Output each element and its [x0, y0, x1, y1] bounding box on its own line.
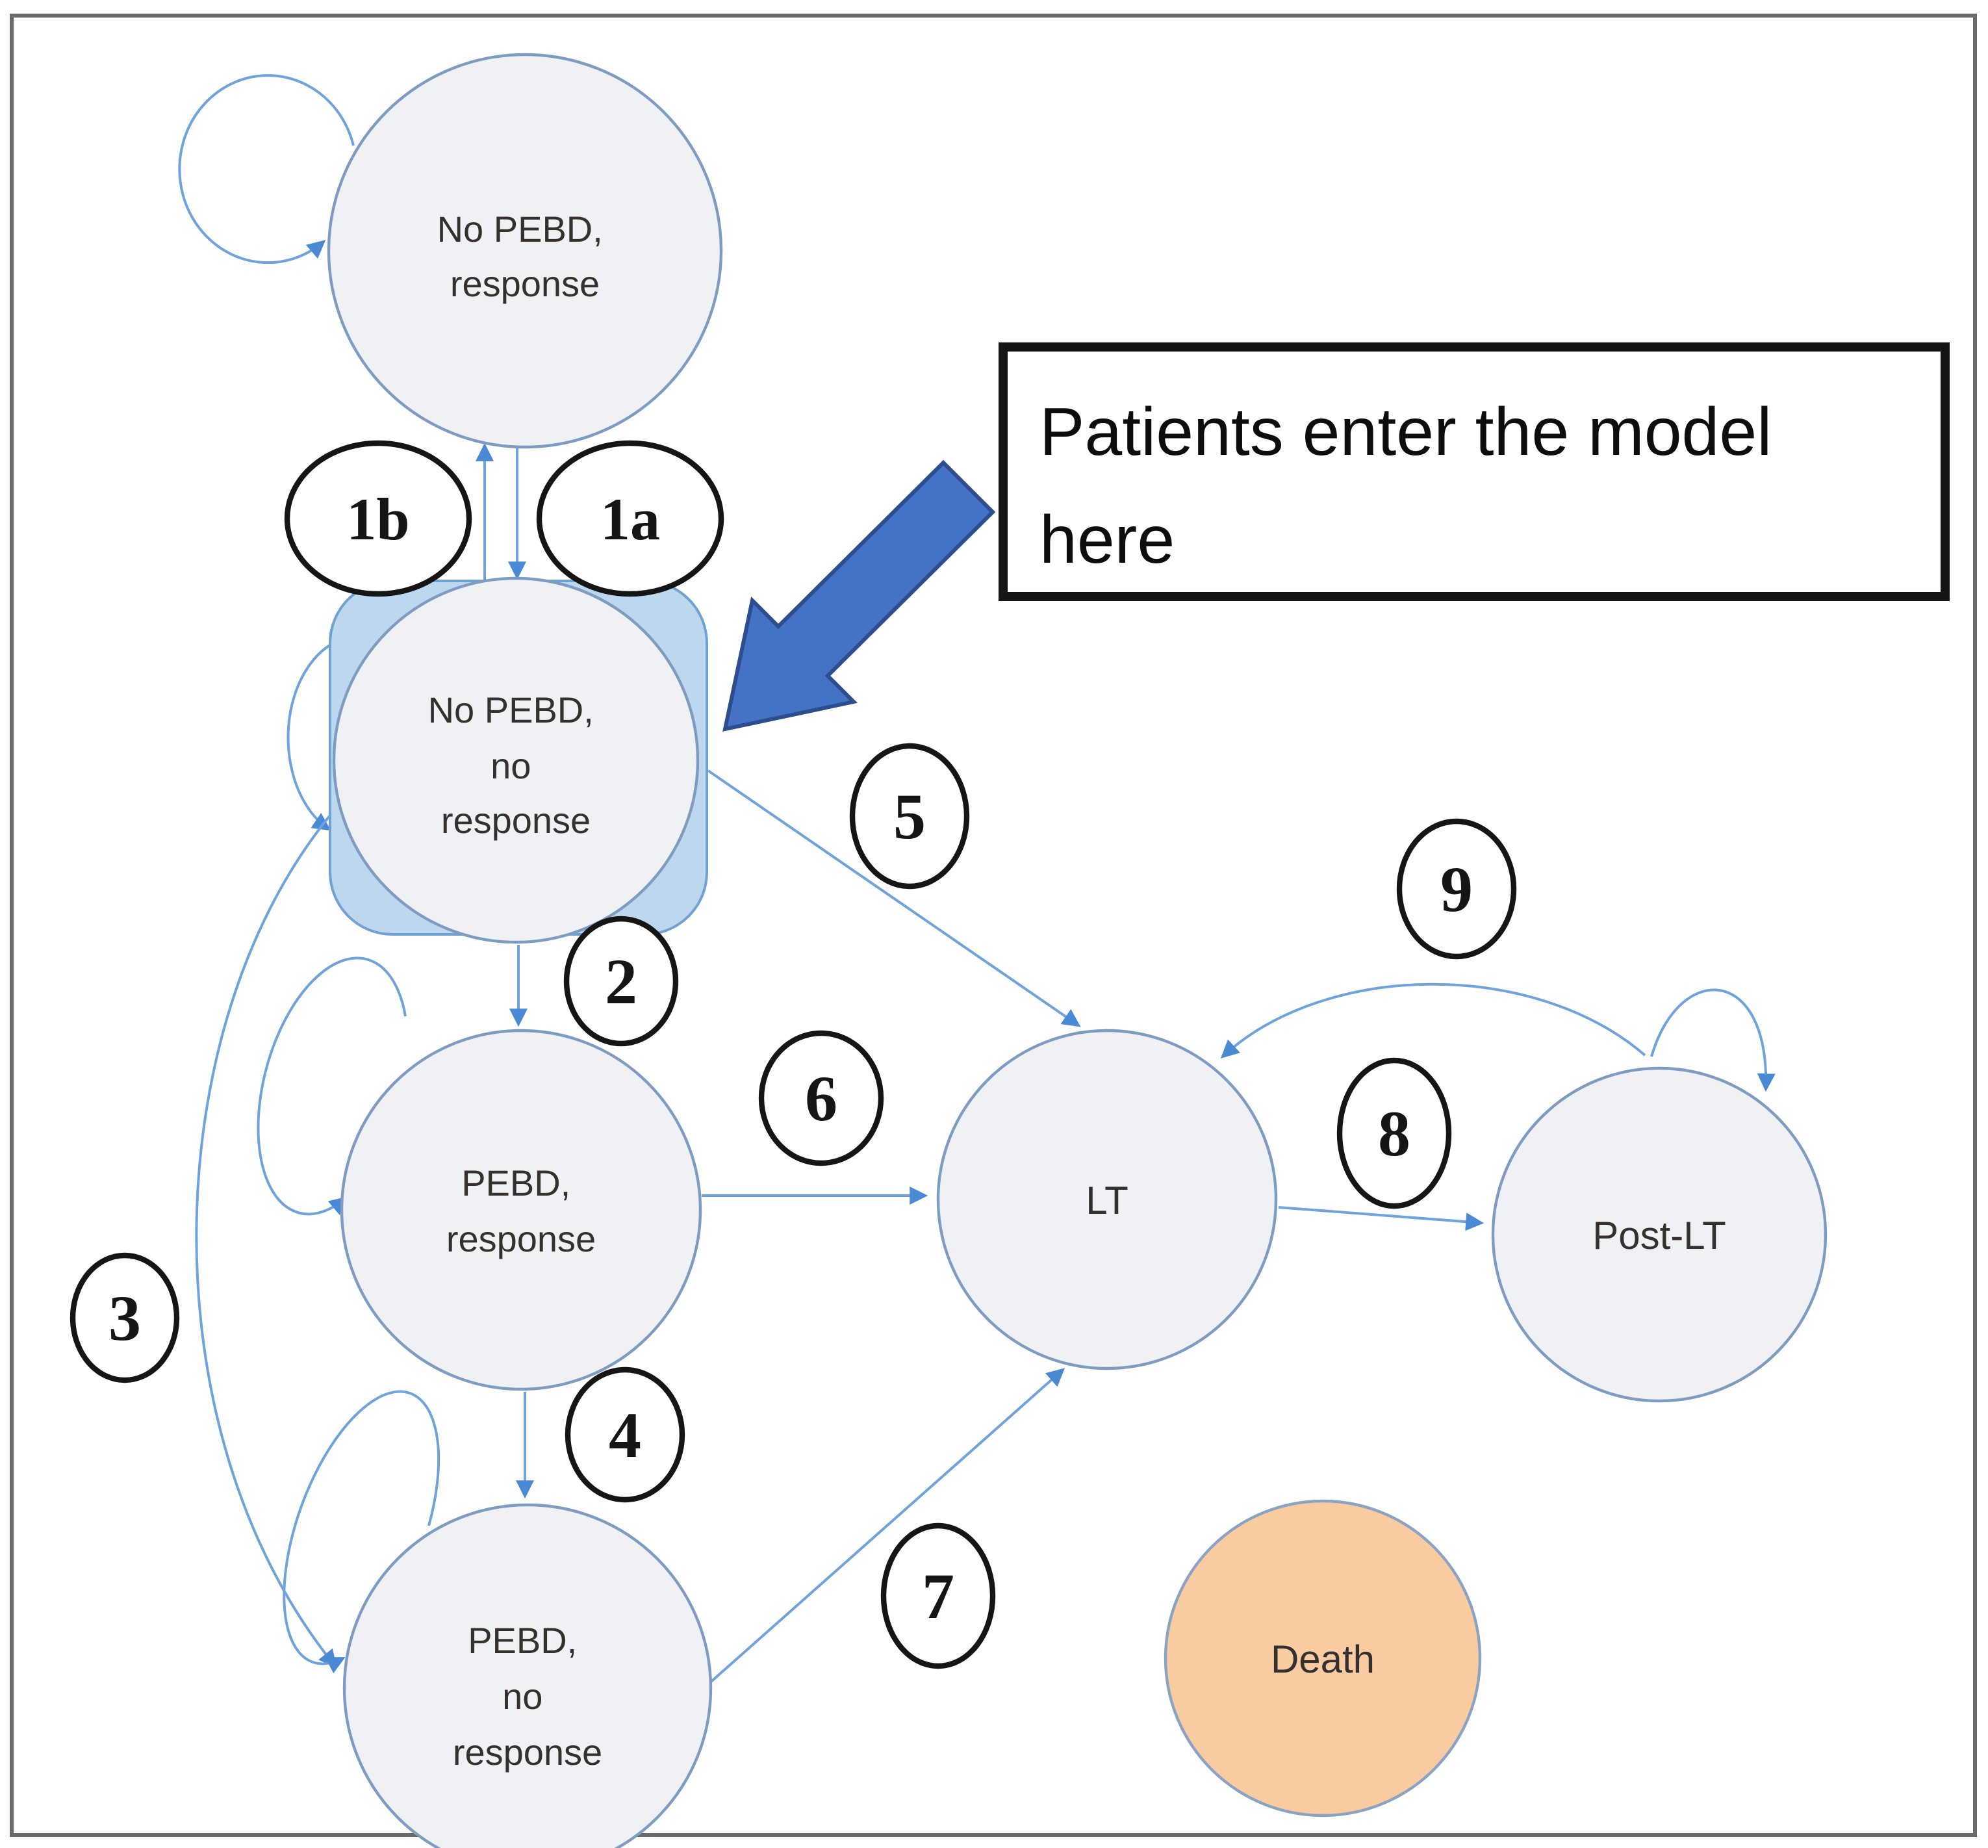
- badge-ellipse-4: [565, 1367, 685, 1503]
- figure-border: [10, 14, 1977, 1837]
- transition-badge-9: 9: [1396, 818, 1517, 960]
- state-label-post-lt: Post-LT: [1592, 1214, 1726, 1257]
- state-circle-pebd-no-response: [342, 1503, 713, 1848]
- self-loop-pebd-no-response: [283, 1390, 440, 1674]
- transition-badge-8: 8: [1336, 1057, 1452, 1209]
- state-lt: LT: [936, 1029, 1278, 1370]
- state-circle-pebd-response: [340, 1029, 702, 1391]
- entry-callout-box: [999, 342, 1950, 601]
- entry-block-arrow-icon: [722, 459, 996, 732]
- state-circle-death: [1164, 1499, 1482, 1817]
- badge-ellipse-2: [563, 916, 679, 1047]
- transition-arrow-7: [707, 1368, 1065, 1686]
- transition-badge-3: 3: [70, 1252, 180, 1383]
- svg-text:1b: 1b: [346, 486, 409, 552]
- self-loop-no-pebd-response: [178, 74, 355, 264]
- state-label-no-pebd-response: No PEBD, response: [437, 209, 613, 304]
- state-circle-no-pebd-response: [327, 53, 723, 449]
- transition-arrow-9: [1220, 982, 1646, 1059]
- transition-badge-2: 2: [563, 916, 679, 1047]
- state-label-death: Death: [1271, 1637, 1375, 1681]
- entry-callout: Patients enter the model here: [999, 342, 1950, 601]
- badge-ellipse-6: [758, 1030, 884, 1166]
- entry-callout-text: Patients enter the model here: [1039, 394, 1790, 578]
- svg-text:8: 8: [1378, 1097, 1410, 1170]
- svg-text:1a: 1a: [600, 486, 660, 552]
- transition-arrow-5: [707, 769, 1081, 1027]
- transition-badge-1a: 1a: [536, 440, 724, 597]
- transition-arrow-8: [1278, 1206, 1485, 1231]
- state-circle-no-pebd-no-response: [332, 576, 700, 944]
- svg-text:4: 4: [609, 1399, 641, 1471]
- state-label-pebd-no-response: PEBD, no response: [453, 1620, 602, 1773]
- badge-ellipse-1b: [284, 440, 472, 597]
- badge-ellipse-5: [849, 743, 970, 890]
- svg-text:6: 6: [805, 1062, 837, 1135]
- svg-text:9: 9: [1440, 853, 1473, 925]
- state-death: Death: [1164, 1499, 1482, 1817]
- state-circle-lt: [936, 1029, 1278, 1370]
- transition-badge-5: 5: [849, 743, 970, 890]
- state-label-pebd-response: PEBD, response: [446, 1162, 596, 1259]
- badge-ellipse-1a: [536, 440, 724, 597]
- state-pebd-response: PEBD, response: [340, 1029, 702, 1391]
- svg-text:5: 5: [893, 780, 926, 853]
- transition-badge-7: 7: [880, 1522, 996, 1669]
- badge-ellipse-8: [1336, 1057, 1452, 1209]
- transition-arrow-3: [195, 802, 342, 1669]
- self-loop-post-lt: [1650, 988, 1776, 1092]
- transition-badge-1b: 1b: [284, 440, 472, 597]
- state-pebd-no-response: PEBD, no response: [342, 1503, 713, 1848]
- state-label-lt: LT: [1086, 1179, 1128, 1222]
- state-circle-post-lt: [1491, 1066, 1828, 1403]
- badge-ellipse-7: [880, 1522, 996, 1669]
- transition-badge-6: 6: [758, 1030, 884, 1166]
- svg-text:7: 7: [922, 1560, 954, 1632]
- badge-ellipse-9: [1396, 818, 1517, 960]
- badge-ellipse-3: [70, 1252, 180, 1383]
- state-post-lt: Post-LT: [1491, 1066, 1828, 1403]
- state-label-no-pebd-no-response: No PEBD, no response: [428, 689, 604, 841]
- state-no-pebd-no-response: No PEBD, no response: [329, 576, 708, 944]
- state-no-pebd-response: No PEBD, response: [327, 53, 723, 449]
- svg-text:2: 2: [605, 945, 637, 1018]
- transition-badge-4: 4: [565, 1367, 685, 1503]
- svg-text:3: 3: [108, 1282, 141, 1354]
- self-loop-pebd-response: [257, 956, 407, 1216]
